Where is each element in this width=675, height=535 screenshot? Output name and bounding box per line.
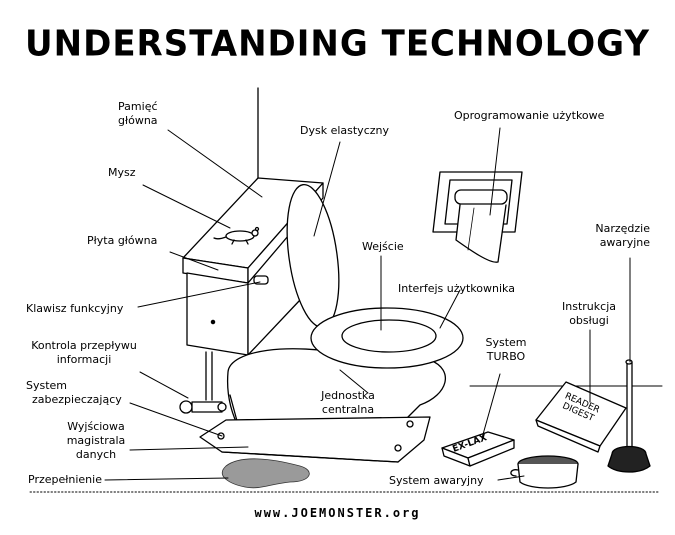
- label-manual-line1: Instrukcja: [562, 300, 616, 313]
- label-turbo-system: System TURBO: [480, 336, 532, 364]
- laxative-box: [441, 431, 515, 467]
- label-input: Wejście: [362, 240, 404, 253]
- label-security-system: System zabezpieczający: [26, 379, 122, 407]
- label-main-memory: Pamięć główna: [118, 100, 158, 128]
- label-input-bus-line1: Wyjściowa: [67, 420, 125, 433]
- label-function-key: Klawisz funkcyjny: [26, 302, 124, 315]
- label-user-interface: Interfejs użytkownika: [398, 282, 515, 295]
- label-input-bus-line2: magistrala: [66, 434, 126, 447]
- label-emergency-tool: Narzędzie awaryjne: [580, 222, 650, 250]
- label-application-software: Oprogramowanie użytkowe: [454, 109, 605, 122]
- toilet-paper-holder: [432, 171, 523, 263]
- magazine: [535, 381, 627, 453]
- label-emergency-tool-line1: Narzędzie: [595, 222, 650, 235]
- water-pipe: [179, 351, 227, 414]
- label-input-bus: Wyjściowa magistrala danych: [54, 420, 138, 462]
- label-motherboard: Płyta główna: [87, 234, 158, 247]
- label-cpu-line1: Jednostka: [321, 389, 375, 402]
- toilet-seat: [310, 307, 464, 369]
- puddle: [221, 458, 310, 489]
- label-main-memory-line1: Pamięć: [118, 100, 158, 113]
- flush-handle: [253, 275, 269, 285]
- label-cpu: Jednostka centralna: [316, 389, 380, 417]
- label-emergency-tool-line2: awaryjne: [599, 236, 650, 249]
- label-mouse: Mysz: [108, 166, 136, 179]
- page-title: UNDERSTANDING TECHNOLOGY: [25, 23, 650, 65]
- label-floppy-disk: Dysk elastyczny: [300, 124, 389, 137]
- label-flow-control-line1: Kontrola przepływu: [31, 339, 137, 352]
- label-cpu-line2: centralna: [321, 403, 375, 416]
- label-manual: Instrukcja obsługi: [554, 300, 624, 328]
- toilet-base: [199, 416, 431, 463]
- footer-url: www.JOEMONSTER.org: [254, 506, 421, 520]
- label-manual-line2: obsługi: [569, 314, 609, 327]
- label-security-system-line1: System: [26, 379, 68, 392]
- label-flow-control-line2: informacji: [56, 353, 112, 366]
- label-turbo-system-line2: TURBO: [486, 350, 526, 363]
- label-main-memory-line2: główna: [118, 114, 158, 127]
- label-input-bus-line3: danych: [75, 448, 117, 461]
- pot: [510, 455, 579, 489]
- mouse-figure: [213, 226, 260, 245]
- label-emergency-system: System awaryjny: [389, 474, 484, 487]
- label-turbo-system-line1: System: [485, 336, 527, 349]
- label-security-system-line2: zabezpieczający: [32, 393, 122, 406]
- label-flow-control: Kontrola przepływu informacji: [26, 339, 142, 367]
- leader-lines: [104, 127, 631, 481]
- label-overflow: Przepełnienie: [28, 473, 102, 486]
